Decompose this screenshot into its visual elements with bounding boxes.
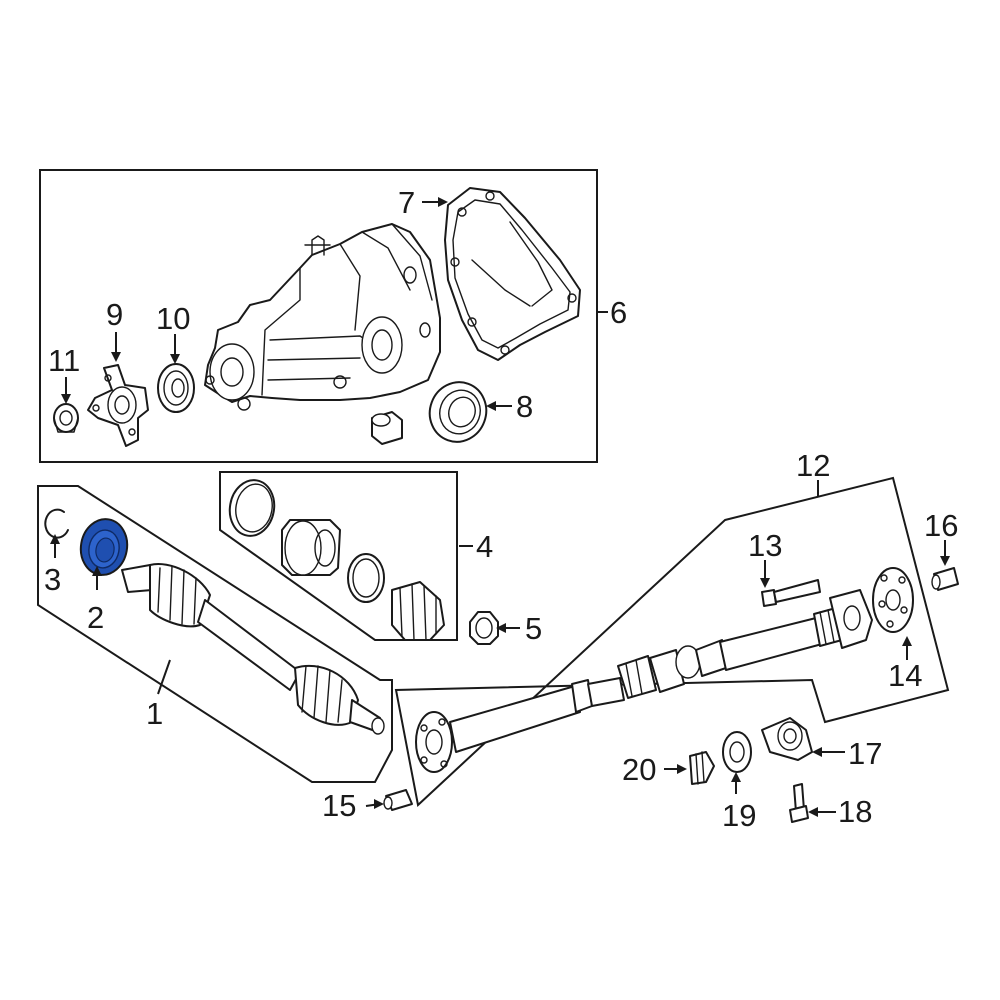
axle-shaft[interactable] bbox=[121, 563, 385, 735]
callout-labels: 1 2 3 4 5 6 7 8 9 10 11 12 13 14 15 16 1… bbox=[44, 185, 958, 833]
callout-13: 13 bbox=[748, 528, 782, 563]
diff-bushing[interactable] bbox=[371, 411, 403, 445]
differential-cover[interactable] bbox=[444, 187, 581, 361]
flex-disc-bolt[interactable] bbox=[761, 579, 821, 607]
callout-11: 11 bbox=[48, 343, 80, 378]
callout-18: 18 bbox=[838, 794, 872, 829]
cv-boot-kit[interactable] bbox=[225, 477, 445, 641]
snap-ring[interactable] bbox=[44, 508, 69, 539]
center-support-bearing[interactable] bbox=[761, 717, 813, 761]
callout-4: 4 bbox=[476, 529, 493, 564]
pinion-nut[interactable] bbox=[53, 403, 79, 433]
callout-1: 1 bbox=[146, 696, 163, 731]
pinion-flange[interactable] bbox=[87, 364, 149, 447]
callout-20: 20 bbox=[622, 752, 656, 787]
drive-shaft[interactable] bbox=[415, 589, 873, 773]
differential-housing[interactable] bbox=[204, 223, 441, 411]
callout-10: 10 bbox=[156, 301, 190, 336]
drive-shaft-group-box bbox=[394, 476, 950, 807]
pinion-seal[interactable] bbox=[421, 374, 494, 450]
callout-2: 2 bbox=[87, 600, 104, 635]
callout-6: 6 bbox=[610, 295, 627, 330]
washer[interactable] bbox=[722, 731, 752, 773]
callout-12: 12 bbox=[796, 448, 830, 483]
callout-15: 15 bbox=[322, 788, 356, 823]
axle-shaft-group-box bbox=[37, 485, 393, 783]
callout-19: 19 bbox=[722, 798, 756, 833]
bushing-15[interactable] bbox=[383, 789, 413, 811]
callout-5: 5 bbox=[525, 611, 542, 646]
callout-7: 7 bbox=[398, 185, 415, 220]
callout-9: 9 bbox=[106, 297, 123, 332]
callout-8: 8 bbox=[516, 389, 533, 424]
callout-3: 3 bbox=[44, 562, 61, 597]
callout-14: 14 bbox=[888, 658, 922, 693]
bushing-16[interactable] bbox=[931, 567, 959, 591]
damper[interactable] bbox=[689, 751, 715, 785]
callout-17: 17 bbox=[848, 736, 882, 771]
flex-disc[interactable] bbox=[872, 567, 914, 633]
callout-16: 16 bbox=[924, 508, 958, 543]
axle-nut[interactable] bbox=[469, 611, 499, 645]
callout-arrows bbox=[50, 197, 950, 817]
differential-group-box bbox=[39, 169, 598, 463]
support-bolt[interactable] bbox=[789, 783, 809, 823]
pinion-seal-10[interactable] bbox=[157, 363, 195, 413]
